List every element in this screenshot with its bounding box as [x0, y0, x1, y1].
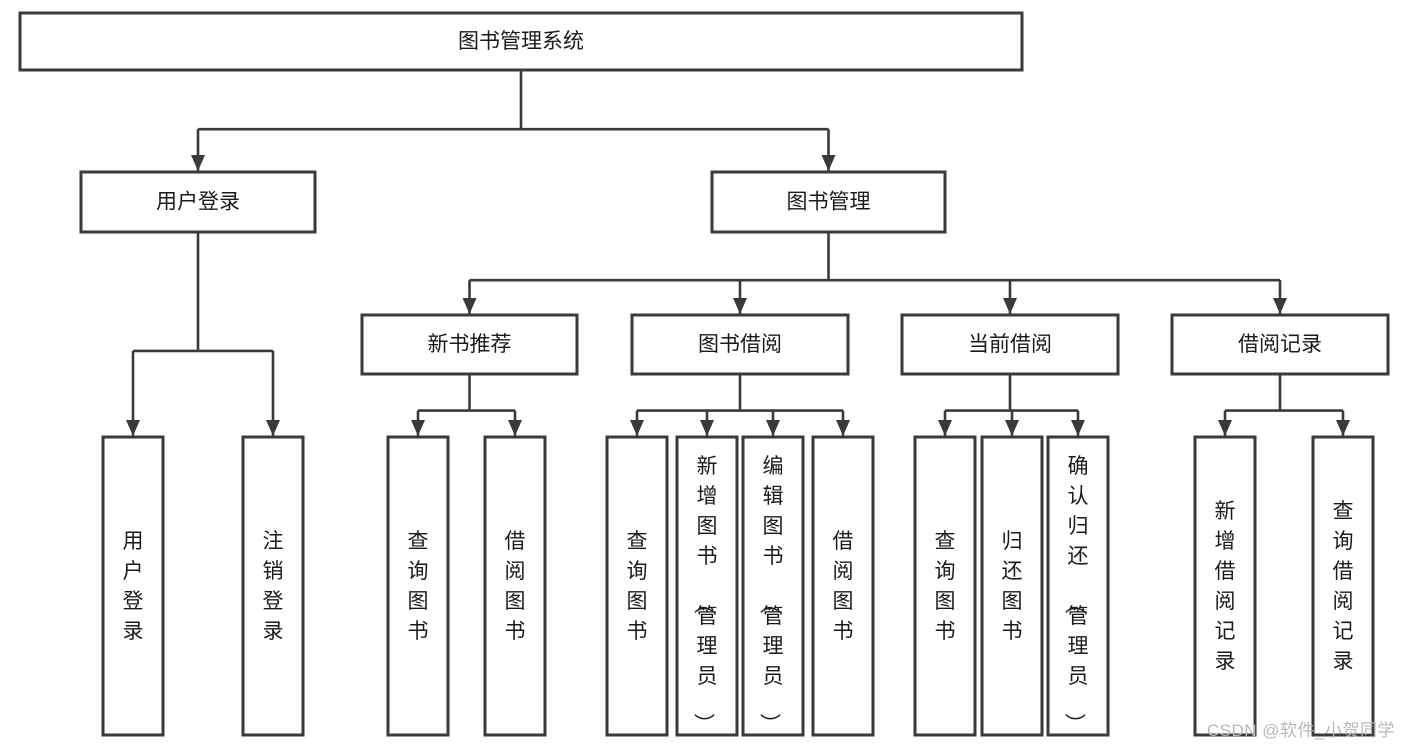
arrow-head-icon — [766, 420, 780, 436]
edge-group-book-borrow — [630, 374, 850, 436]
arrow-head-icon — [938, 420, 952, 436]
edge-group-borrow-record — [1218, 374, 1350, 436]
node-label-new-book-recommend: 新书推荐 — [428, 333, 512, 356]
node-box-leaf-edit-book-admin — [741, 435, 805, 737]
nodes-layer: 图书管理系统用户登录图书管理新书推荐图书借阅当前借阅借阅记录用户登录注销登录查询… — [18, 11, 1390, 737]
arrow-head-icon — [700, 420, 714, 436]
node-leaf-confirm-return-admin[interactable]: 确认归还（管理员） — [1046, 435, 1110, 737]
node-box-leaf-return-book — [980, 435, 1044, 737]
node-leaf-user-login[interactable]: 用户登录 — [101, 435, 165, 737]
edge-group-book-manage — [462, 232, 1287, 314]
node-label-leaf-user-login: 用户登录 — [123, 530, 144, 643]
node-leaf-borrow-book[interactable]: 借阅图书 — [811, 435, 875, 737]
node-leaf-logout[interactable]: 注销登录 — [241, 435, 305, 737]
edge-group-current-borrow — [938, 374, 1085, 436]
node-label-user-login: 用户登录 — [156, 191, 240, 214]
node-box-current-borrow — [900, 313, 1120, 376]
node-leaf-return-book[interactable]: 归还图书 — [980, 435, 1044, 737]
node-label-leaf-return-book: 归还图书 — [1002, 530, 1023, 643]
node-box-book-manage — [710, 170, 947, 234]
node-book-manage[interactable]: 图书管理 — [710, 170, 947, 234]
node-leaf-query-book-borrow[interactable]: 查询图书 — [605, 435, 669, 737]
node-label-leaf-logout: 注销登录 — [263, 530, 284, 643]
node-box-book-borrow — [630, 313, 850, 376]
watermark-text: CSDN @软件_小贺同学 — [1206, 721, 1395, 740]
edge-group-user-login — [126, 232, 280, 436]
node-box-leaf-borrow-book — [811, 435, 875, 737]
node-leaf-query-book-rec[interactable]: 查询图书 — [386, 435, 450, 737]
node-label-borrow-record: 借阅记录 — [1238, 333, 1322, 356]
node-box-leaf-query-book-borrow — [605, 435, 669, 737]
node-new-book-recommend[interactable]: 新书推荐 — [360, 313, 579, 376]
arrow-head-icon — [733, 298, 747, 314]
arrow-head-icon — [1273, 298, 1287, 314]
node-box-user-login — [79, 170, 317, 234]
node-box-leaf-borrow-book-rec — [483, 435, 547, 737]
node-current-borrow[interactable]: 当前借阅 — [900, 313, 1120, 376]
node-box-root — [18, 11, 1024, 72]
node-label-leaf-borrow-book-rec: 借阅图书 — [505, 530, 526, 643]
arrow-head-icon — [1003, 298, 1017, 314]
node-box-leaf-query-book-rec — [386, 435, 450, 737]
node-label-leaf-borrow-book: 借阅图书 — [833, 530, 854, 643]
node-label-current-borrow: 当前借阅 — [968, 333, 1052, 356]
node-label-leaf-query-book-borrow: 查询图书 — [627, 530, 648, 643]
arrow-head-icon — [508, 420, 522, 436]
node-book-borrow[interactable]: 图书借阅 — [630, 313, 850, 376]
node-leaf-add-borrow-record[interactable]: 新增借阅记录 — [1193, 435, 1257, 737]
node-box-new-book-recommend — [360, 313, 579, 376]
node-label-root: 图书管理系统 — [458, 30, 584, 53]
arrow-head-icon — [462, 298, 477, 314]
node-leaf-query-book-current[interactable]: 查询图书 — [913, 435, 977, 737]
edge-group-root — [191, 70, 836, 171]
node-box-leaf-add-borrow-record — [1193, 435, 1257, 737]
node-leaf-edit-book-admin[interactable]: 编辑图书（管理员） — [741, 435, 805, 737]
node-label-leaf-query-book-current: 查询图书 — [935, 530, 956, 643]
node-box-leaf-logout — [241, 435, 305, 737]
node-borrow-record[interactable]: 借阅记录 — [1170, 313, 1390, 376]
node-label-book-borrow: 图书借阅 — [698, 333, 782, 356]
arrow-head-icon — [630, 420, 644, 436]
arrow-head-icon — [266, 420, 280, 436]
node-label-leaf-add-borrow-record: 新增借阅记录 — [1215, 500, 1236, 673]
arrow-head-icon — [1005, 420, 1019, 436]
arrow-head-icon — [836, 420, 850, 436]
edges-layer — [126, 70, 1350, 436]
node-leaf-add-book-admin[interactable]: 新增图书（管理员） — [675, 435, 739, 737]
node-box-leaf-query-book-current — [913, 435, 977, 737]
node-label-book-manage: 图书管理 — [787, 191, 871, 214]
edge-group-new-book-recommend — [411, 374, 522, 436]
arrow-head-icon — [1336, 420, 1350, 436]
node-user-login[interactable]: 用户登录 — [79, 170, 317, 234]
arrow-head-icon — [821, 155, 836, 171]
arrow-head-icon — [126, 420, 140, 436]
arrow-head-icon — [191, 155, 205, 171]
node-root[interactable]: 图书管理系统 — [18, 11, 1024, 72]
node-label-leaf-confirm-return-admin: 确认归还（管理员） — [1063, 455, 1089, 734]
arrow-head-icon — [1218, 420, 1232, 436]
node-leaf-borrow-book-rec[interactable]: 借阅图书 — [483, 435, 547, 737]
node-label-leaf-edit-book-admin: 编辑图书（管理员） — [758, 455, 784, 734]
node-leaf-query-borrow-record[interactable]: 查询借阅记录 — [1311, 435, 1375, 737]
node-box-leaf-add-book-admin — [675, 435, 739, 737]
node-box-leaf-user-login — [101, 435, 165, 737]
node-box-leaf-confirm-return-admin — [1046, 435, 1110, 737]
node-box-borrow-record — [1170, 313, 1390, 376]
node-label-leaf-query-borrow-record: 查询借阅记录 — [1333, 500, 1354, 673]
node-box-leaf-query-borrow-record — [1311, 435, 1375, 737]
arrow-head-icon — [1071, 420, 1085, 436]
node-label-leaf-add-book-admin: 新增图书（管理员） — [692, 455, 718, 734]
arrow-head-icon — [411, 420, 425, 436]
node-label-leaf-query-book-rec: 查询图书 — [408, 530, 429, 643]
